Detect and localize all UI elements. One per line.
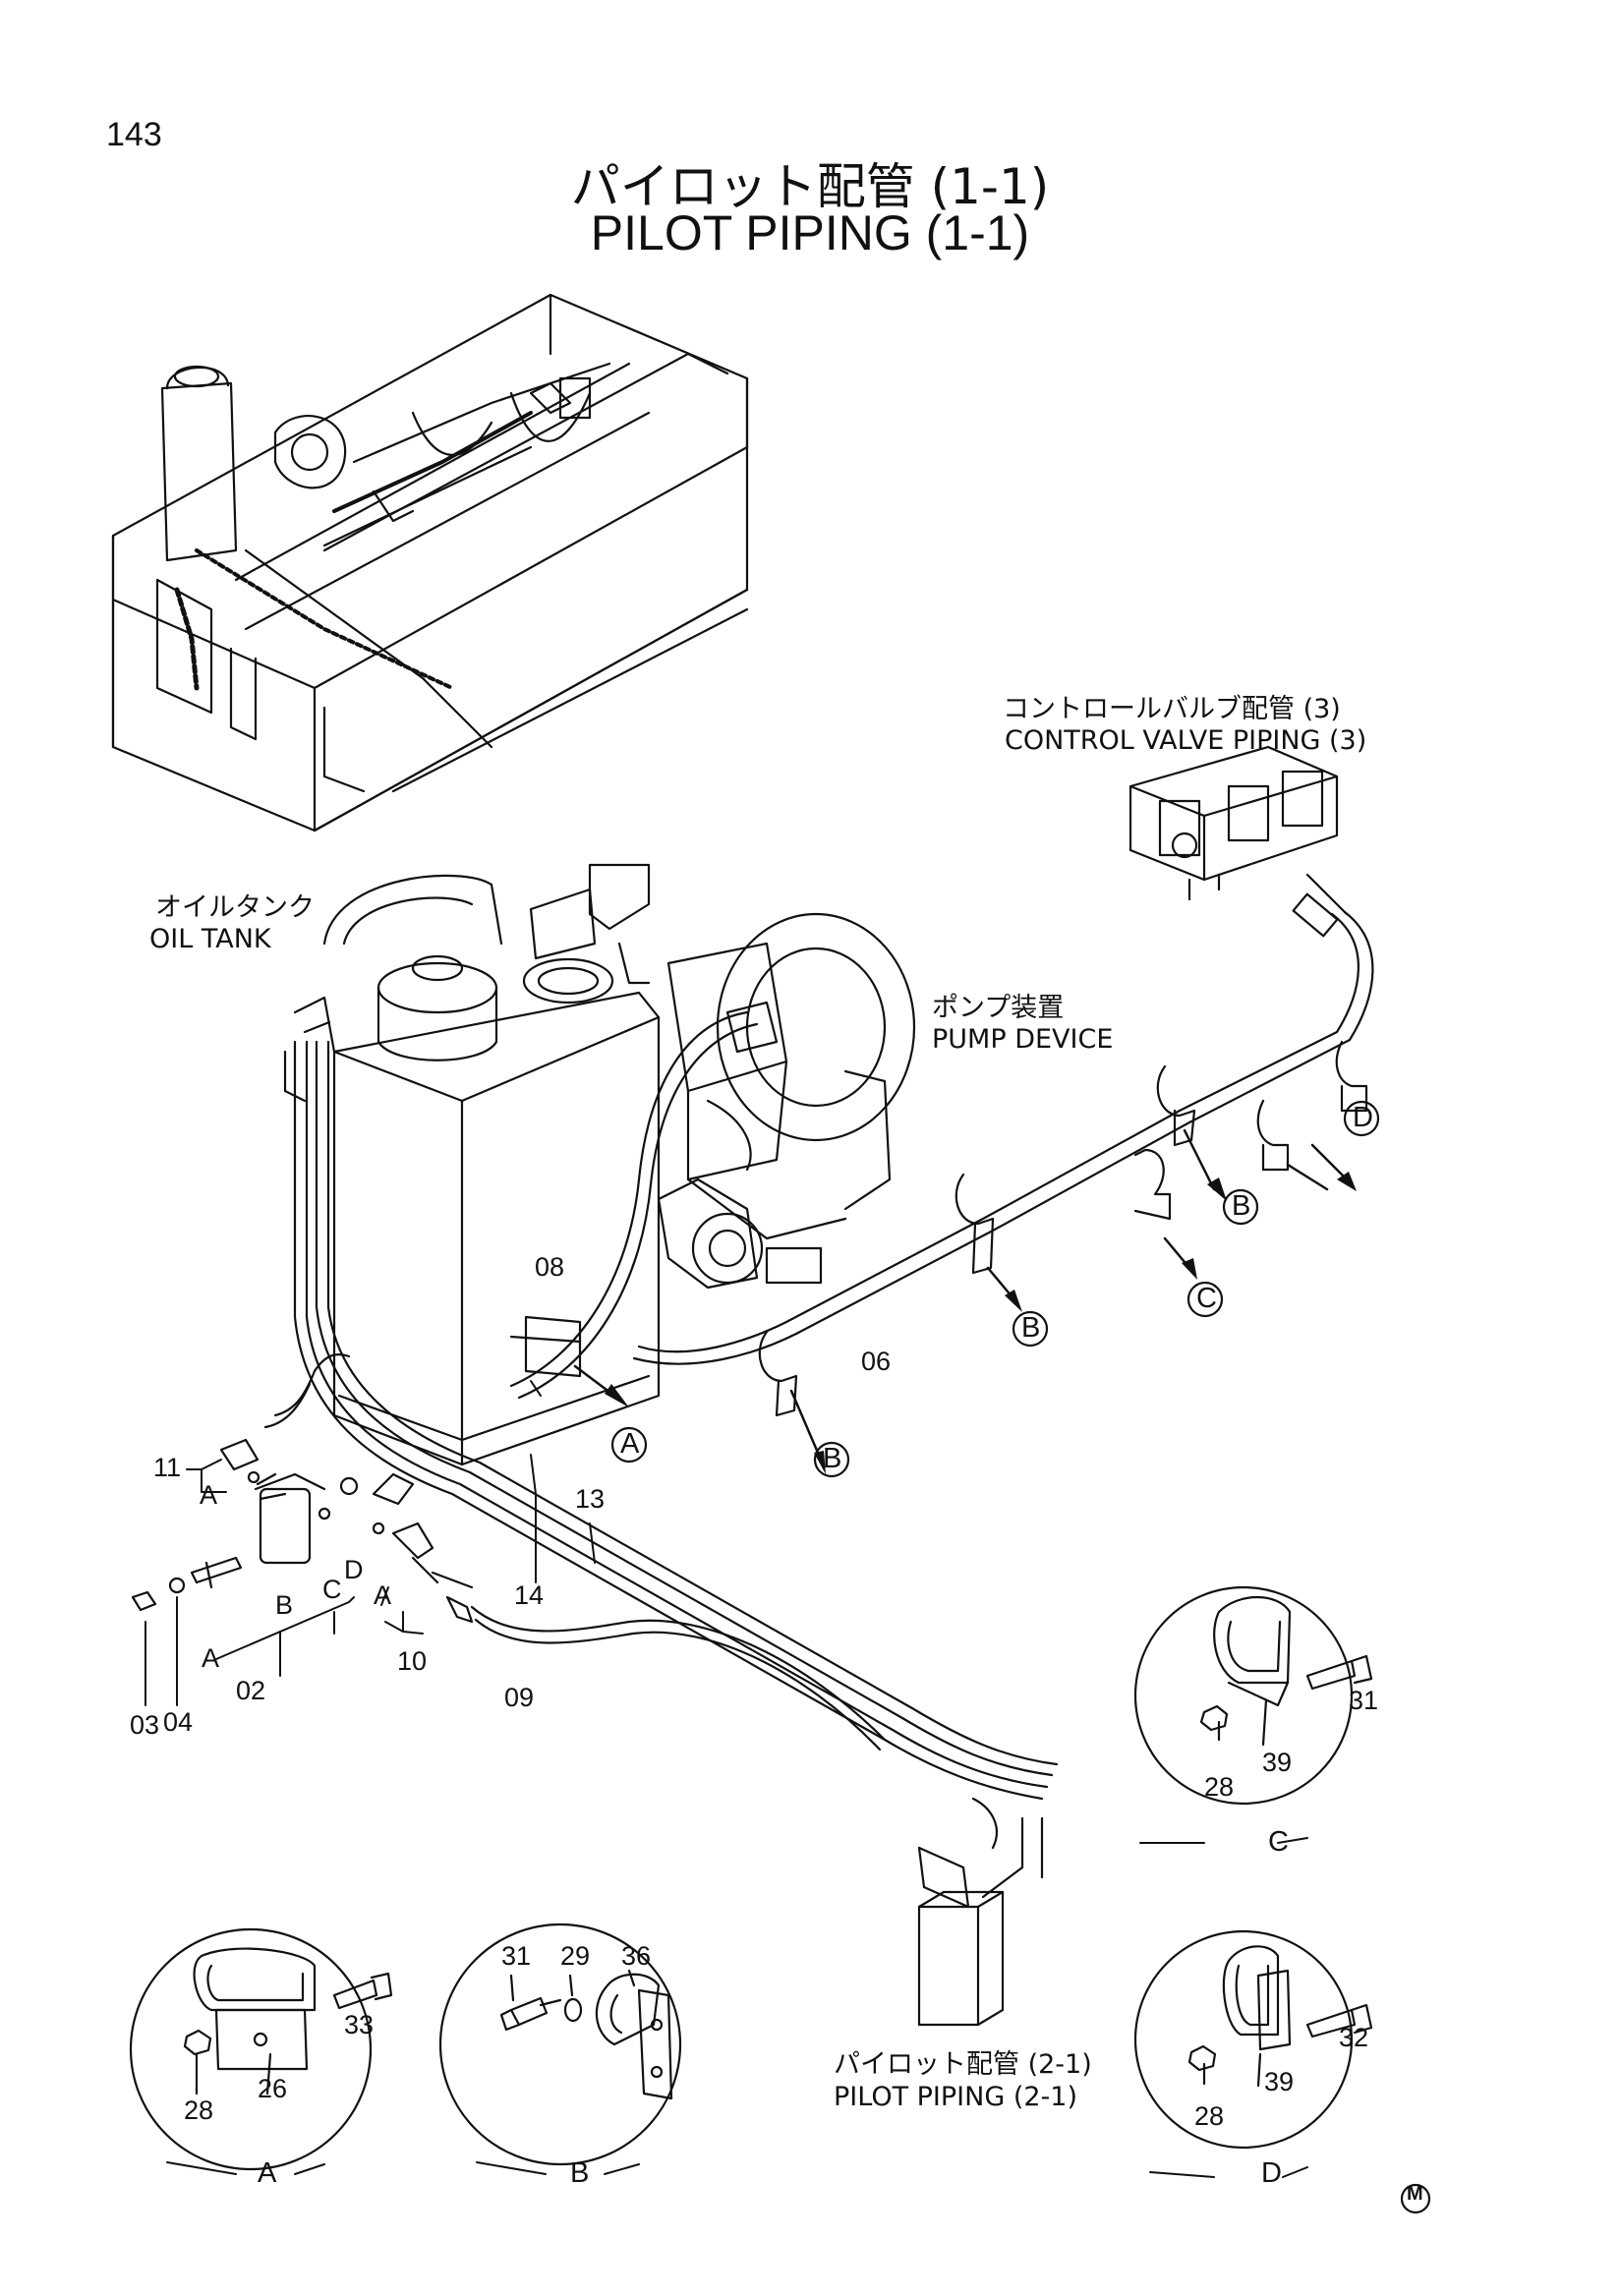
detail-b-part-29: 29: [560, 1941, 591, 1971]
part-09: 09: [504, 1683, 535, 1712]
callout-pilot-2-1-jp: パイロット配管 (2-1): [834, 2049, 1092, 2080]
page-title-en: PILOT PIPING (1-1): [590, 205, 1030, 260]
pilot-pipes-13-14: [283, 1040, 1059, 1801]
detail-c-part-28: 28: [1204, 1772, 1235, 1802]
detail-circle-c: [1133, 1585, 1373, 1806]
detail-d-part-39: 39: [1264, 2067, 1295, 2096]
circle-letter-b-1: B: [823, 1443, 842, 1474]
leader-arrows: [605, 1172, 1357, 1474]
detail-c-part-39: 39: [1262, 1748, 1293, 1777]
detail-label-leaders: [166, 1837, 1308, 2178]
pipe-08: [509, 1010, 749, 1388]
callout-oil-tank-en: OIL TANK: [149, 924, 271, 954]
letter-c-filter: C: [322, 1575, 342, 1604]
letter-a-fitting-11: A: [200, 1480, 218, 1510]
letter-b-filter: B: [275, 1590, 294, 1620]
circle-letter-b-3: B: [1232, 1190, 1251, 1222]
detail-d-part-28: 28: [1194, 2101, 1225, 2131]
detail-a-label: A: [258, 2157, 277, 2189]
letter-a-fitting-10: A: [374, 1580, 392, 1610]
callout-pump-en: PUMP DEVICE: [932, 1024, 1114, 1055]
part-02: 02: [236, 1676, 266, 1705]
corner-mark-circle: [1400, 2183, 1431, 2214]
callout-oil-tank-jp: オイルタンク: [155, 892, 315, 923]
pipe-08b: [517, 1022, 759, 1400]
oil-tank-sketch: [293, 863, 661, 1466]
part-04: 04: [163, 1707, 194, 1737]
detail-a-part-33: 33: [344, 2010, 375, 2039]
page-title-jp: パイロット配管 (1-1): [570, 158, 1050, 215]
letter-a-bolt: A: [202, 1643, 220, 1673]
overview-machine-sketch: [111, 293, 749, 832]
part-03: 03: [130, 1710, 160, 1740]
clamps-c-d: [1133, 1040, 1368, 1221]
circle-letter-a: A: [620, 1428, 640, 1460]
callout-pump-jp: ポンプ装置: [932, 993, 1065, 1023]
pipe-to-filter: [273, 1353, 351, 1417]
callout-pilot-2-1-en: PILOT PIPING (2-1): [834, 2082, 1078, 2112]
control-valve-sketch: [1128, 745, 1349, 916]
part-14: 14: [514, 1580, 545, 1610]
part-13: 13: [575, 1484, 606, 1514]
detail-b-part-36: 36: [621, 1941, 652, 1971]
small-fittings: [131, 1438, 474, 1624]
detail-c-part-31: 31: [1349, 1686, 1379, 1715]
detail-c-label: C: [1268, 1826, 1289, 1858]
pilot-pipe-06: [632, 892, 1374, 1365]
callout-control-valve-en: CONTROL VALVE PIPING (3): [1005, 725, 1367, 756]
part-10: 10: [397, 1646, 428, 1676]
detail-circle-a: [129, 1927, 393, 2171]
corner-mark-letter: M: [1407, 2183, 1423, 2205]
circle-letter-d: D: [1353, 1102, 1373, 1133]
part-11: 11: [153, 1453, 182, 1482]
circle-letter-b-2: B: [1021, 1312, 1041, 1344]
detail-circle-d: [1133, 1929, 1373, 2150]
circle-letter-c: C: [1196, 1283, 1217, 1314]
detail-circle-b: [438, 1923, 682, 2166]
lower-fittings: [917, 1797, 1044, 2027]
pipe-09: [470, 1605, 887, 1742]
pump-device-sketch: [657, 912, 916, 1290]
bracket-lines: [145, 1380, 596, 1706]
clamps-b: [509, 1064, 1196, 1417]
part-08: 08: [535, 1252, 565, 1282]
detail-a-part-28: 28: [184, 2095, 214, 2125]
circled-letters: [610, 1100, 1380, 1478]
detail-d-label: D: [1261, 2157, 1282, 2189]
page-number: 143: [106, 116, 162, 153]
part-06: 06: [861, 1347, 892, 1376]
detail-b-part-31: 31: [501, 1941, 532, 1971]
letter-d-filter: D: [344, 1555, 364, 1584]
detail-a-part-26: 26: [258, 2074, 288, 2103]
detail-d-part-32: 32: [1339, 2023, 1369, 2052]
callout-control-valve-jp: コントロールバルブ配管 (3): [1003, 694, 1341, 724]
detail-b-label: B: [570, 2157, 590, 2189]
